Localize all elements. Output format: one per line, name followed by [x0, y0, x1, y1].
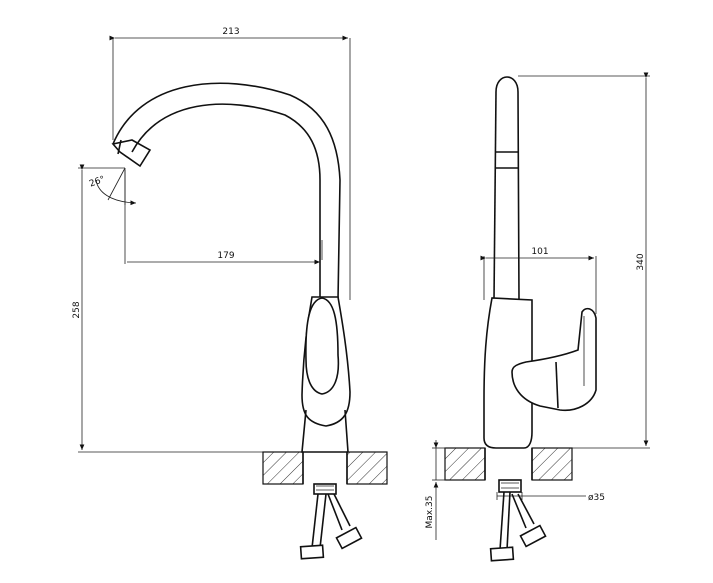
side-shank-hoses	[489, 479, 547, 562]
dim-26-label: 26°	[88, 175, 106, 190]
side-spout	[493, 76, 520, 301]
dim-179: 179	[124, 170, 320, 265]
dim-101-label: 101	[531, 247, 548, 257]
side-countertop	[444, 447, 573, 481]
dim-179-label: 179	[217, 251, 234, 261]
front-countertop	[262, 451, 388, 485]
dim-213-label: 213	[222, 27, 239, 37]
dim-213: 213	[109, 27, 351, 300]
dim-max-35-label: Max.35	[425, 496, 435, 529]
dim-diameter-35-label: ø35	[588, 493, 605, 503]
dim-diameter-35: ø35	[496, 492, 605, 503]
dim-101: 101	[480, 247, 597, 314]
front-view: 213 179 258 26°	[72, 27, 388, 560]
dim-258-label: 258	[72, 301, 82, 318]
dim-340-label: 340	[636, 253, 646, 270]
front-spout	[111, 82, 341, 301]
dim-max-35: Max.35	[425, 440, 446, 540]
front-shank-hoses	[299, 483, 363, 560]
side-view: 101 340 Max.35	[425, 72, 650, 562]
front-body	[301, 240, 351, 453]
side-body	[483, 297, 597, 449]
dim-258: 258	[72, 164, 302, 453]
dim-26-angle: 26°	[88, 167, 137, 206]
